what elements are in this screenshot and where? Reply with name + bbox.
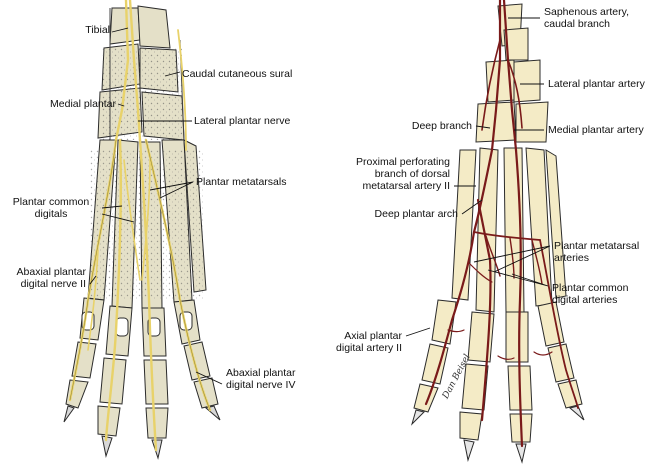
label-caudal-cutaneous-sural: Caudal cutaneous sural [182,68,293,80]
label-proximal-perforating-line1: Proximal perforating [356,156,450,168]
label-abaxial-plantar-ii-line2: digital nerve II [20,278,86,290]
label-medial-plantar-artery: Medial plantar artery [548,124,644,136]
label-plantar-metatarsals: Plantar metatarsals [196,176,287,188]
left-leader-lines [89,27,223,385]
label-proximal-perforating-line2: branch of dorsal [374,168,450,180]
right-arteries [424,0,579,448]
label-abaxial-plantar-iv-line1: Abaxial plantar [226,367,296,379]
label-abaxial-plantar-iv-line2: digital nerve IV [226,379,296,391]
label-tibial: Tibial [85,24,110,36]
label-plantar-metatarsal-arteries-line1: Plantar metatarsal [554,240,640,252]
label-plantar-metatarsal-arteries-line2: arteries [554,252,590,264]
label-lateral-plantar-artery: Lateral plantar artery [548,78,645,90]
label-plantar-common-digitals-line2: digitals [34,208,68,220]
label-deep-plantar-arch: Deep plantar arch [374,208,458,220]
left-digits [63,297,221,460]
right-foot-arteries [405,0,585,464]
label-abaxial-plantar-ii-line1: Abaxial plantar [16,266,86,278]
left-foot-nerves [63,0,223,460]
label-lateral-plantar-nerve: Lateral plantar nerve [194,115,291,127]
label-medial-plantar: Medial plantar [50,98,116,110]
label-saphenous-line1: Saphenous artery, [544,6,630,18]
label-axial-plantar-line2: digital artery II [336,342,402,354]
right-leader-lines [405,17,551,337]
left-tarsus-bones [97,5,185,141]
label-plantar-common-digital-arteries-line1: Plantar common [552,282,629,294]
label-deep-branch: Deep branch [411,120,472,132]
label-proximal-perforating-line3: metatarsal artery II [362,180,450,192]
label-saphenous-line2: caudal branch [544,18,610,30]
right-digits [410,299,585,464]
label-axial-plantar-line1: Axial plantar [344,330,402,342]
label-plantar-common-digitals-line1: Plantar common [12,196,90,208]
label-plantar-common-digital-arteries-line2: digital arteries [552,294,618,306]
